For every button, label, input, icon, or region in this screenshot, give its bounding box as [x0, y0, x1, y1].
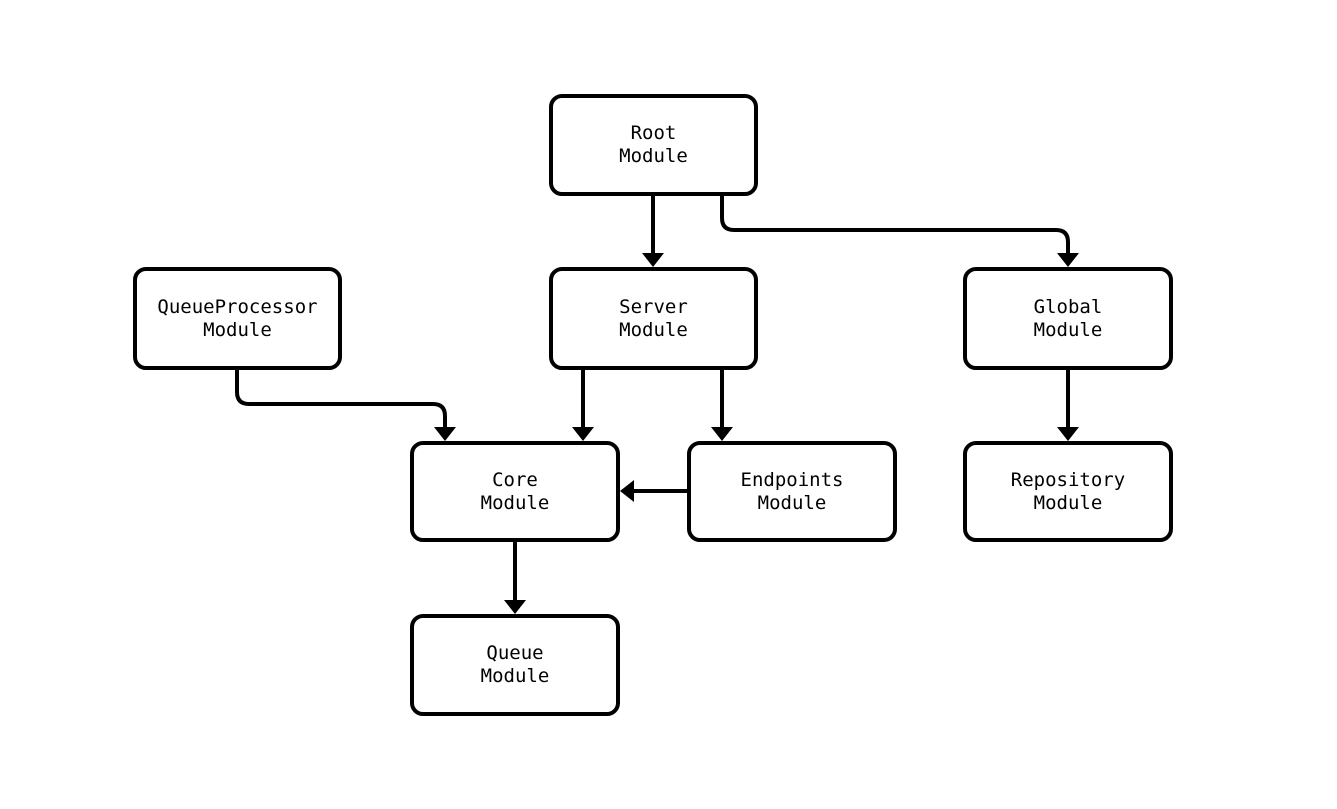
edge-root-global [720, 196, 1079, 267]
node-label-line1: Queue [486, 642, 544, 664]
edge-root-server [642, 196, 664, 267]
node-label-line2: Module [203, 318, 272, 341]
edge-endpoints-core [620, 480, 687, 502]
node-label-line2: Module [619, 318, 688, 341]
edge-queueprocessor-core [235, 370, 456, 441]
node-label-line1: Server [619, 295, 688, 318]
node-label-line2: Module [1033, 318, 1103, 341]
node-label-line2: Module [1033, 491, 1103, 514]
arrow-head-icon [434, 427, 456, 441]
arrow-head-icon [711, 427, 733, 441]
arrow-head-icon [642, 253, 664, 267]
edge-core-queue [504, 542, 526, 614]
edge-line [720, 196, 1070, 254]
node-label-line2: Module [757, 491, 827, 514]
node-label-line1: QueueProcessor [157, 295, 318, 318]
arrow-head-icon [620, 480, 634, 502]
node-label-line1: Global [1033, 295, 1103, 318]
arrow-head-icon [572, 427, 594, 441]
edge-server-endpoints [711, 370, 733, 441]
node-label-line1: Root [630, 122, 677, 144]
node-label-line2: Module [480, 491, 550, 514]
node-label-line2: Module [480, 665, 550, 687]
edge-global-repository [1057, 370, 1079, 441]
node-label-line2: Module [619, 145, 688, 167]
arrow-head-icon [1057, 427, 1079, 441]
arrow-head-icon [504, 600, 526, 614]
edge-line [235, 370, 447, 428]
arrow-head-icon [1057, 253, 1079, 267]
edge-server-core [572, 370, 594, 441]
node-label-line1: Repository [1010, 468, 1126, 491]
node-label-line1: Endpoints [740, 468, 844, 491]
node-label-line1: Core [492, 468, 538, 491]
